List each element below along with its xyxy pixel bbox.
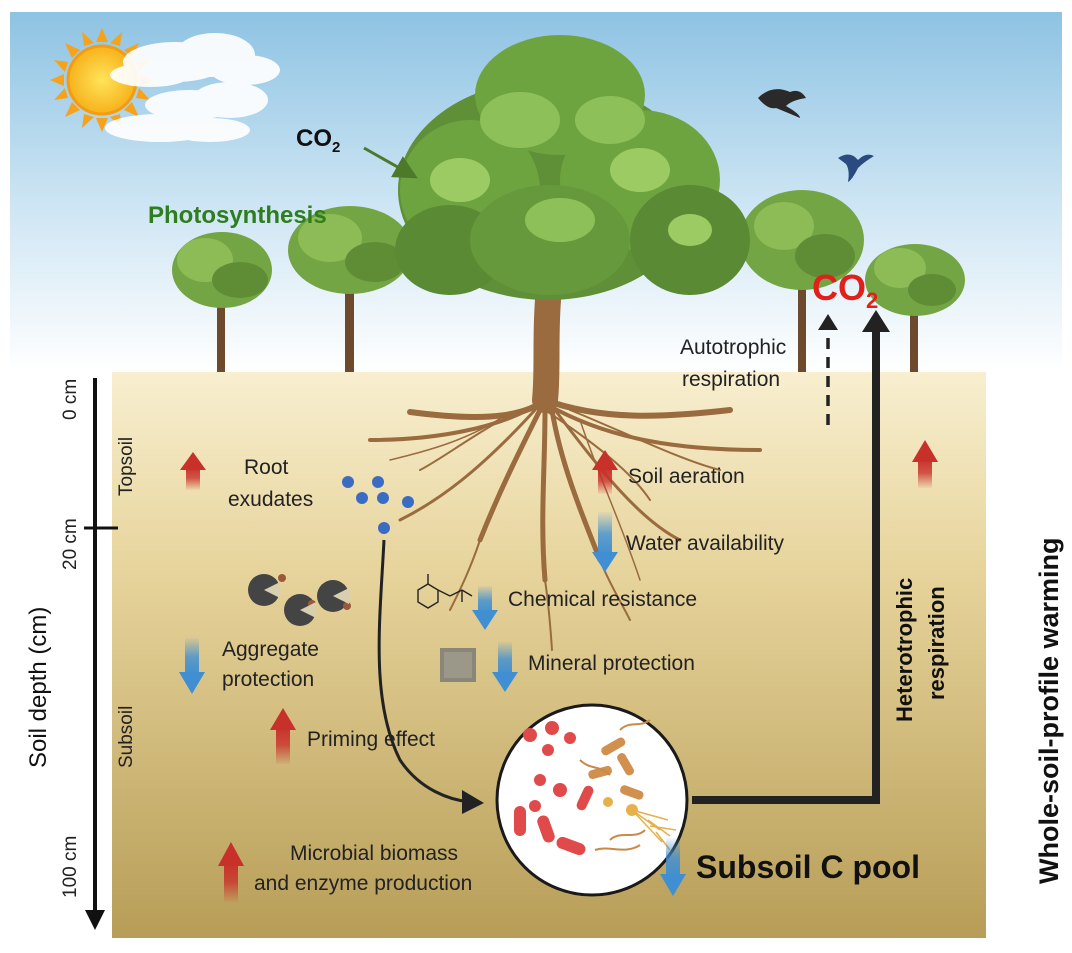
heterotrophic-arrow-head (862, 310, 890, 332)
aggregate-label-line2: protection (222, 668, 314, 691)
microbe-community-icon (495, 703, 689, 897)
depth-axis-title: Soil depth (cm) (25, 607, 52, 768)
subsoil-c-pool-down-arrow-head (660, 874, 686, 896)
co2-subscript: 2 (332, 139, 340, 156)
depth-20-label: 20 cm (60, 518, 81, 570)
aggregate-icon (248, 574, 351, 626)
exudate-to-microbe-arrow-head (462, 790, 484, 814)
background-tree-left2 (288, 206, 412, 372)
warming-label: Whole-soil-profile warming (1034, 537, 1064, 884)
autotrophic-label-line2: respiration (682, 368, 780, 391)
microbial-label-line1: Microbial biomass (290, 842, 458, 865)
subsoil-label: Subsoil (116, 706, 137, 768)
autotrophic-arrow-head (818, 314, 838, 330)
topsoil-group: Topsoil (116, 437, 137, 496)
heterotrophic-up-arrow (918, 458, 932, 488)
microbial-biomass-up-arrow-head (218, 842, 244, 866)
co2-right-text: CO (812, 267, 866, 308)
aggregate-label-line1: Aggregate (222, 638, 319, 661)
aggregate-protection-down-arrow (185, 638, 199, 676)
subsoil-c-pool-down-arrow (666, 838, 680, 878)
depth-axis-label: Soil depth (cm) (25, 607, 52, 768)
priming-effect-label: Priming effect (307, 728, 435, 751)
heterotrophic-label-line1: Heterotrophic (892, 578, 917, 722)
chemical-resistance-down-arrow-head (472, 610, 498, 630)
warming-text: Whole-soil-profile warming (1034, 537, 1064, 884)
co2-text: CO (296, 125, 332, 152)
depth-axis-arrow (85, 910, 105, 930)
background-tree-left (172, 232, 272, 372)
priming-effect-up-arrow-head (270, 708, 296, 730)
depth-20-group: 20 cm (60, 518, 81, 570)
topsoil-label: Topsoil (116, 437, 137, 496)
root-exudates-label-line1: Root (244, 456, 289, 479)
background-tree-right2 (865, 244, 965, 372)
chemical-structure-icon (417, 574, 473, 609)
exudate-to-microbe-arrow (377, 539, 471, 804)
exudate-dots (342, 476, 414, 534)
microbial-label-line2: and enzyme production (254, 872, 472, 895)
root-exudates-up-arrow-head (180, 452, 206, 470)
chemical-resistance-down-arrow (478, 586, 492, 614)
depth-100-label: 100 cm (60, 836, 81, 898)
mineral-protection-down-arrow (498, 642, 512, 676)
photosynthesis-label: Photosynthesis (148, 202, 327, 229)
depth-100-group: 100 cm (60, 836, 81, 898)
water-availability-down-arrow (598, 512, 612, 556)
depth-0-label: 0 cm (60, 379, 81, 420)
heterotrophic-arrow (692, 330, 880, 804)
heterotrophic-label: Heterotrophic respiration (892, 578, 949, 722)
bird-icon (758, 89, 806, 118)
cloud-icon (105, 33, 280, 142)
water-availability-down-arrow-head (592, 552, 618, 572)
heterotrophic-up-arrow-head (912, 440, 938, 462)
priming-effect-up-arrow (276, 726, 290, 764)
co2-photosynthesis-label: CO2 (296, 125, 340, 156)
co2-respiration-label: CO2 (812, 267, 878, 313)
svg-text:CO2: CO2 (296, 125, 340, 156)
background-tree-right (740, 190, 864, 372)
depth-0-group: 0 cm (60, 379, 81, 420)
aggregate-protection-down-arrow-head (179, 672, 205, 694)
soil-aeration-label: Soil aeration (628, 465, 745, 488)
root-exudates-label-line2: exudates (228, 488, 313, 511)
chemical-resistance-label: Chemical resistance (508, 588, 697, 611)
co2-arrow (363, 146, 418, 179)
microbial-biomass-up-arrow (224, 862, 238, 902)
subsoil-c-pool-label: Subsoil C pool (696, 849, 920, 885)
mineral-protection-down-arrow-head (492, 672, 518, 692)
main-tree-roots (368, 287, 762, 651)
water-availability-label: Water availability (626, 532, 784, 555)
root-exudates-up-arrow (186, 466, 200, 490)
autotrophic-label-line1: Autotrophic (680, 336, 786, 359)
co2-right-subscript: 2 (866, 288, 878, 313)
subsoil-group: Subsoil (116, 706, 137, 768)
soil-aeration-up-arrow (598, 468, 612, 494)
mineral-protection-label: Mineral protection (528, 652, 695, 675)
bird-icon-small (838, 154, 874, 182)
soil-aeration-up-arrow-head (592, 450, 618, 470)
mineral-particle-texture (444, 652, 472, 678)
heterotrophic-label-line2: respiration (924, 586, 949, 700)
main-tree-canopy (395, 35, 750, 300)
